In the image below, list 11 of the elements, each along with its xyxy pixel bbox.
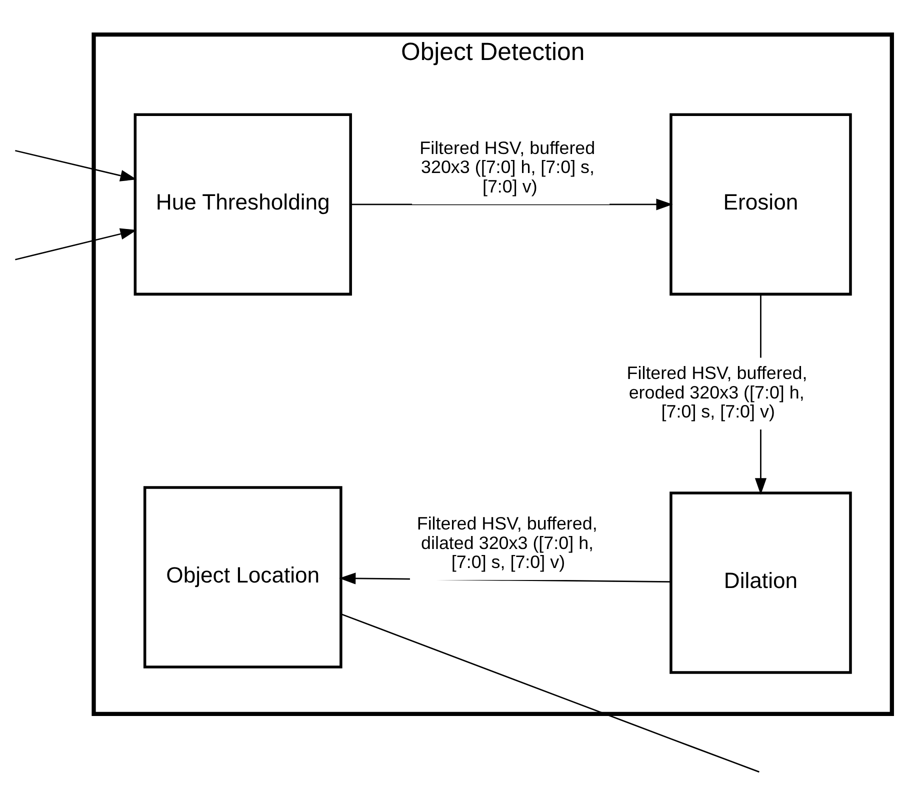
node-box: Erosion xyxy=(670,112,852,296)
node-box: Dilation xyxy=(670,491,852,674)
edge-label: Filtered HSV, buffered 320x3 ([7:0] h, [7:0] s, [7:0] v) xyxy=(420,137,596,196)
node-box: Object Location xyxy=(143,486,342,668)
edge-label: Filtered HSV, buffered, dilated 320x3 ([7:0] h, [7:0] s, [7:0] v) xyxy=(416,512,598,572)
node-box: Hue Thresholding xyxy=(134,112,352,296)
arrow xyxy=(351,198,673,210)
edge-label: Filtered HSV, buffered, eroded 320x3 ([7:0] h, [7:0] s, [7:0] v) xyxy=(626,362,808,422)
arrow xyxy=(15,228,137,260)
arrow xyxy=(15,149,137,181)
connector xyxy=(341,612,760,772)
